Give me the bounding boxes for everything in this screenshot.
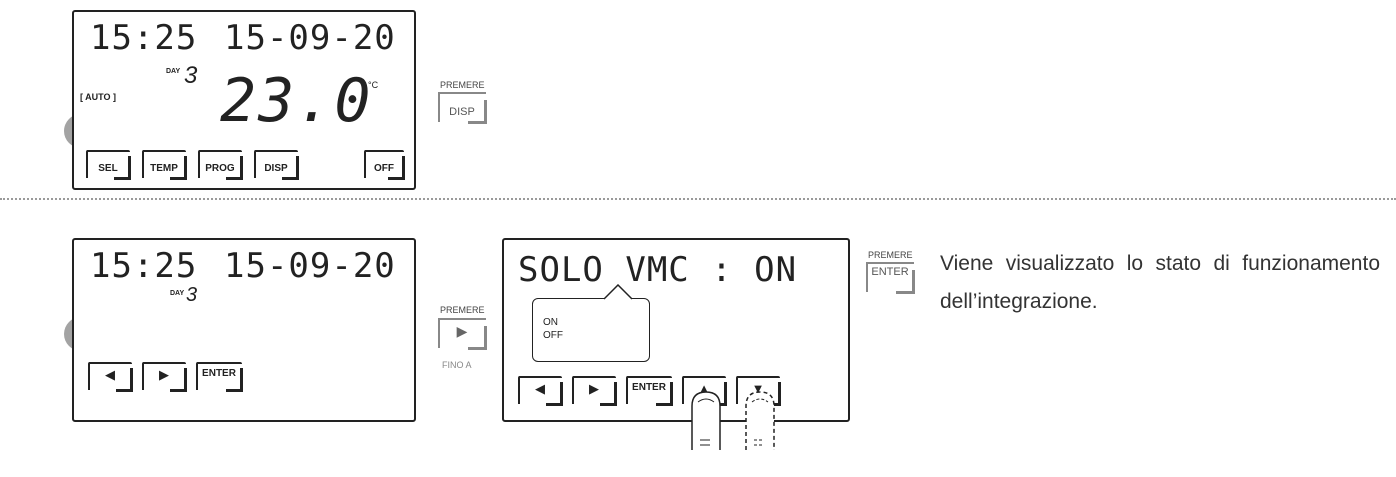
temperature-unit: °C xyxy=(368,80,378,90)
press-right-key-icon: ▶ xyxy=(438,318,486,348)
prog-button[interactable]: PROG xyxy=(198,150,242,178)
enter-button-label-3: ENTER xyxy=(626,382,672,393)
left-arrow-button-3[interactable]: ◀ xyxy=(518,376,562,404)
date-readout: 15-09-20 xyxy=(224,18,396,58)
right-arrow-button[interactable]: ▶ xyxy=(142,362,186,390)
press-disp-key-label: DISP xyxy=(438,106,486,118)
press-enter-key-label: ENTER xyxy=(866,266,914,278)
date-readout-2: 15-09-20 xyxy=(224,246,396,286)
right-arrow-icon-3: ▶ xyxy=(572,382,616,396)
day-value: 3 xyxy=(184,62,197,90)
press-instruction-3: PREMERE xyxy=(868,250,913,260)
thermostat-display-1: 15:25 15-09-20 DAY 3 [ AUTO ] 23.0 °C SE… xyxy=(72,10,416,190)
time-readout: 15:25 xyxy=(90,18,197,58)
press-instruction-1: PREMERE xyxy=(440,80,485,90)
enter-button-label: ENTER xyxy=(196,368,242,379)
time-readout-2: 15:25 xyxy=(90,246,197,286)
prog-button-label: PROG xyxy=(198,163,242,174)
mode-indicator: [ AUTO ] xyxy=(80,92,116,102)
bubble-pointer-icon xyxy=(604,284,634,300)
disp-button-label: DISP xyxy=(254,163,298,174)
enter-button[interactable]: ENTER xyxy=(196,362,242,390)
option-on: ON xyxy=(543,317,558,328)
temp-button-label: TEMP xyxy=(142,163,186,174)
press-disp-key-icon: DISP xyxy=(438,92,486,122)
left-arrow-icon-3: ◀ xyxy=(518,382,562,396)
section-divider xyxy=(0,198,1396,200)
right-arrow-button-3[interactable]: ▶ xyxy=(572,376,616,404)
left-arrow-icon: ◀ xyxy=(88,368,132,382)
temp-button[interactable]: TEMP xyxy=(142,150,186,178)
step-description: Viene visualizzato lo stato di funzionam… xyxy=(940,245,1380,321)
day-label-2: DAY xyxy=(170,290,184,297)
right-arrow-icon: ▶ xyxy=(142,368,186,382)
finger-press-icon xyxy=(686,388,726,450)
fino-a-label: FINO A xyxy=(442,360,472,370)
sel-button-label: SEL xyxy=(86,163,130,174)
press-instruction-2: PREMERE xyxy=(440,305,485,315)
press-enter-key-icon: ENTER xyxy=(866,262,914,292)
right-arrow-icon-2: ▶ xyxy=(438,323,486,340)
sel-button[interactable]: SEL xyxy=(86,150,130,178)
day-label: DAY xyxy=(166,68,180,75)
off-button[interactable]: OFF xyxy=(364,150,404,178)
solo-vmc-readout: SOLO VMC : ON xyxy=(518,250,797,290)
day-value-2: 3 xyxy=(186,284,197,307)
disp-button[interactable]: DISP xyxy=(254,150,298,178)
temperature-readout: 23.0 xyxy=(220,66,373,136)
left-arrow-button[interactable]: ◀ xyxy=(88,362,132,390)
option-off: OFF xyxy=(543,330,563,341)
off-button-label: OFF xyxy=(364,163,404,174)
enter-button-3[interactable]: ENTER xyxy=(626,376,672,404)
thermostat-display-2: 15:25 15-09-20 DAY 3 ◀ ▶ ENTER xyxy=(72,238,416,422)
finger-dashed-icon xyxy=(740,388,780,450)
options-bubble: ON OFF xyxy=(532,298,650,362)
